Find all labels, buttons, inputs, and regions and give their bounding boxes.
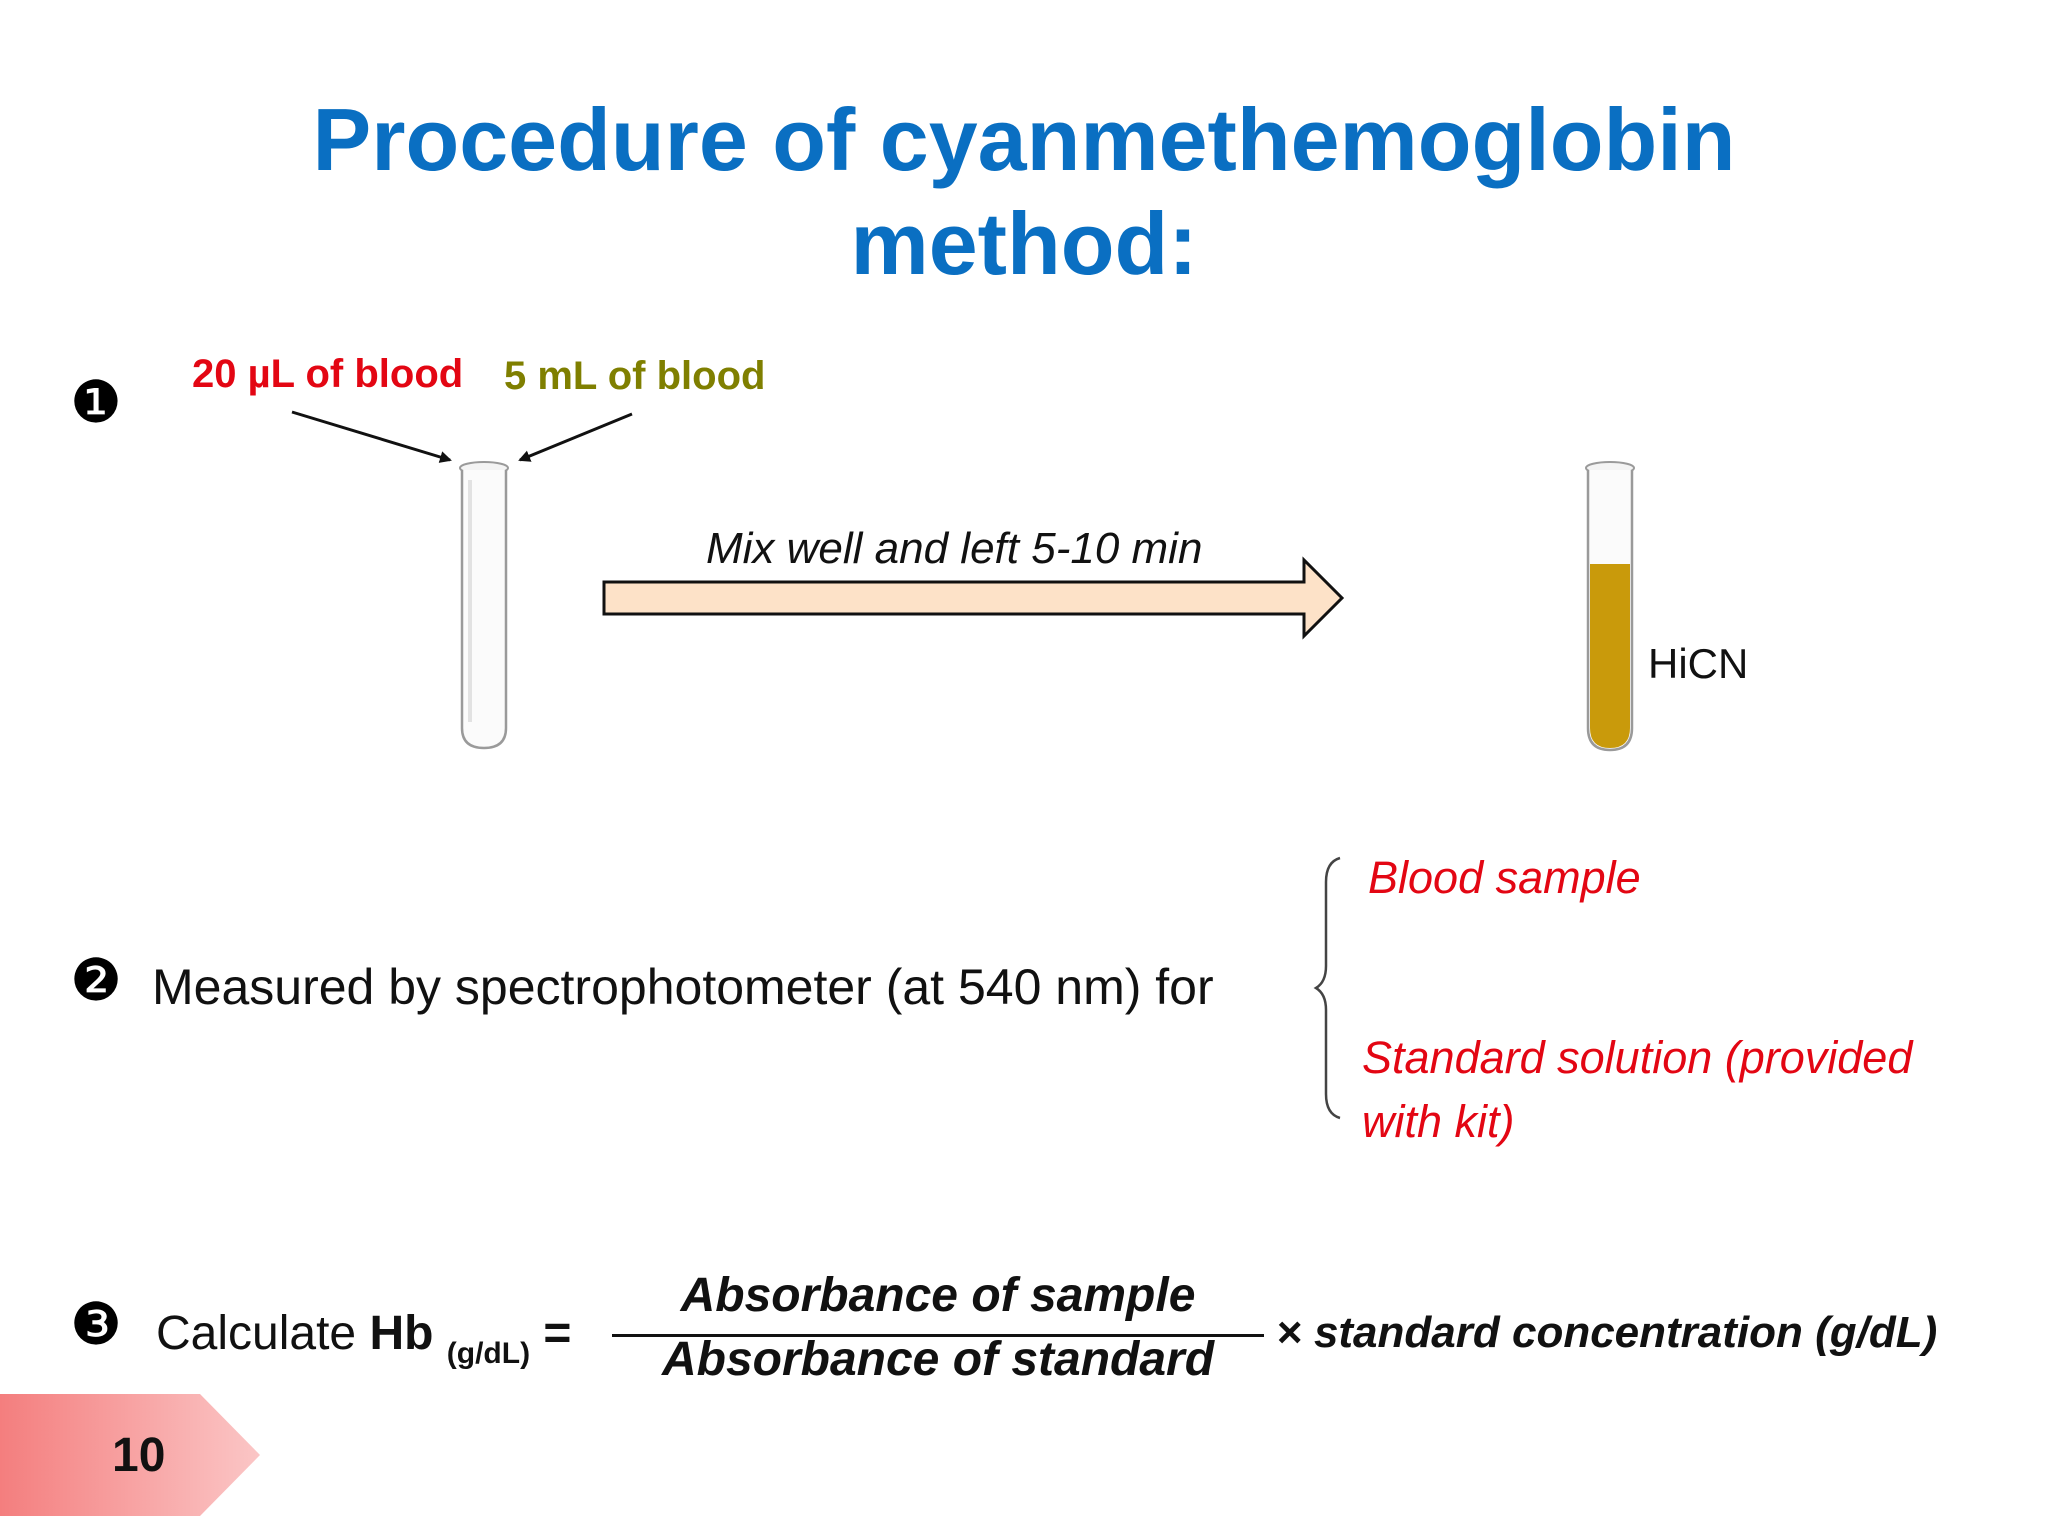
spectrophotometer-step-text: Measured by spectrophotometer (at 540 nm… — [152, 959, 1214, 1015]
blood-volume-20ul-label: 20 µL of blood — [192, 352, 464, 396]
blood-volume-5ml-label: 5 mL of blood — [504, 354, 766, 398]
mix-instruction-label: Mix well and left 5-10 min — [706, 524, 1203, 573]
fraction-denominator: Absorbance of standard — [661, 1333, 1215, 1386]
times-sign: × — [1276, 1308, 1302, 1357]
pointer-arrow-right — [518, 412, 633, 462]
page-number-tab — [0, 1394, 260, 1516]
slide-title-line1: Procedure of cyanmethemoglobin — [312, 90, 1736, 189]
empty-test-tube-icon — [459, 461, 509, 750]
step2-number-icon: ❷ — [70, 948, 122, 1013]
curly-brace-icon — [1313, 856, 1341, 1120]
page-number: 10 — [112, 1429, 166, 1482]
pointer-arrow-left — [291, 410, 452, 463]
fraction-numerator: Absorbance of sample — [680, 1269, 1196, 1322]
calculate-label: Calculate Hb (g/dL) = — [156, 1306, 572, 1370]
option-standard-solution: Standard solution (provided with kit) — [1362, 1032, 1913, 1147]
slide-title-line2: method: — [850, 194, 1198, 293]
multiplier-expression: × standard concentration (g/dL) — [1276, 1308, 1937, 1358]
fraction-bar — [612, 1334, 1264, 1337]
slide-title: Procedure of cyanmethemoglobin method: — [0, 88, 2048, 296]
mix-process-arrow — [602, 556, 1345, 640]
calculate-prefix: Calculate — [156, 1307, 357, 1360]
standard-concentration-label: standard concentration (g/dL) — [1313, 1308, 1938, 1357]
hicn-label: HiCN — [1648, 640, 1749, 687]
hb-unit: (g/dL) — [446, 1337, 531, 1370]
hicn-test-tube-icon — [1585, 461, 1635, 752]
step1-number-icon: ❶ — [70, 370, 122, 435]
equals-sign: = — [543, 1307, 572, 1360]
step3-number-icon: ❸ — [70, 1292, 122, 1357]
hb-variable: Hb — [369, 1307, 434, 1360]
option-blood-sample: Blood sample — [1368, 852, 1641, 903]
